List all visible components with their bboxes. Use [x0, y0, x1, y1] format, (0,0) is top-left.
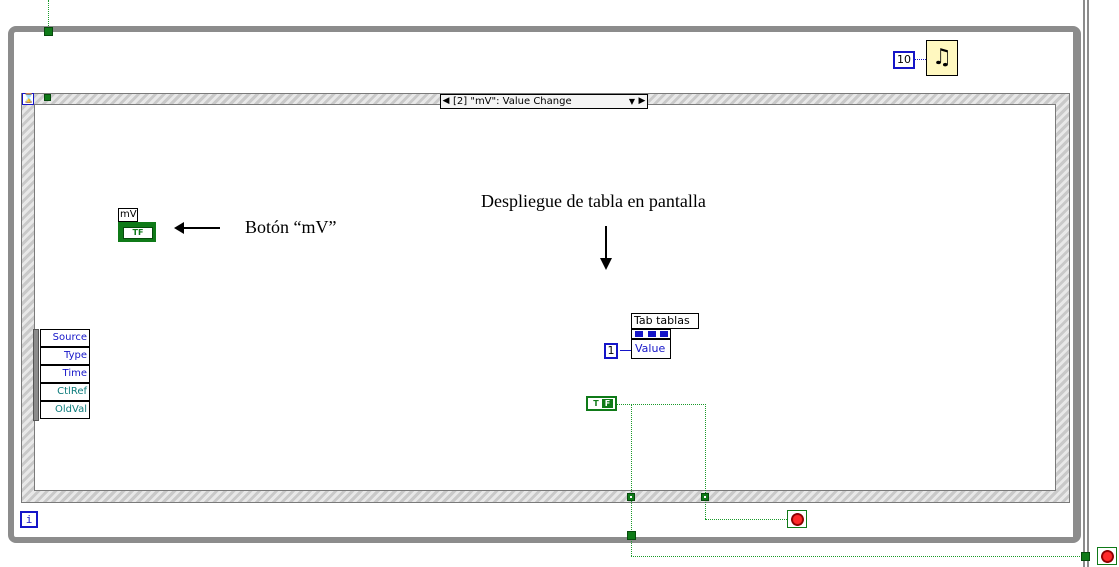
stop-indicator-icon[interactable] [1097, 547, 1117, 565]
annotation-arrow [176, 227, 220, 229]
property-node-value[interactable]: Value [631, 339, 671, 359]
event-field-oldval[interactable]: OldVal [40, 401, 90, 419]
wire [631, 404, 632, 556]
loop-tunnel[interactable] [44, 27, 53, 36]
event-data-node-bar [33, 329, 39, 421]
property-node-reference[interactable]: Tab tablas [631, 313, 699, 329]
event-tunnel[interactable] [44, 94, 51, 101]
false-constant-f: F [602, 399, 613, 408]
false-constant[interactable]: T F [586, 396, 617, 411]
loop-output-tunnel[interactable] [1081, 552, 1090, 561]
false-constant-t: T [593, 399, 599, 408]
frame-edge-line [1083, 0, 1085, 567]
wire [620, 350, 631, 351]
annotation-arrow [605, 226, 607, 260]
metronome-icon[interactable]: ♫ [926, 40, 958, 76]
tab-icon [660, 331, 668, 337]
mv-boolean-terminal[interactable]: TF [118, 222, 156, 242]
event-data-node[interactable]: Source Type Time CtlRef OldVal [33, 329, 90, 421]
increment-arrow-icon[interactable]: ▶ [638, 96, 646, 106]
arrow-left-icon [174, 222, 184, 234]
annotation-button: Botón “mV” [245, 217, 337, 237]
iteration-terminal-icon: i [20, 511, 38, 528]
event-field-ctlref[interactable]: CtlRef [40, 383, 90, 401]
while-loop-frame [8, 26, 1081, 543]
wire [705, 404, 706, 519]
hourglass-icon[interactable]: ⌛ [22, 93, 35, 105]
wait-ms-constant[interactable]: 10 [893, 51, 915, 69]
event-field-type[interactable]: Type [40, 347, 90, 365]
annotation-table: Despliegue de tabla en pantalla [481, 191, 706, 211]
chevron-down-icon[interactable]: ▼ [628, 97, 636, 106]
decrement-arrow-icon[interactable]: ◀ [442, 96, 450, 106]
stop-indicator-icon[interactable] [787, 510, 807, 528]
wire [631, 556, 1086, 557]
event-case-diagram [34, 104, 1056, 491]
wire [48, 0, 49, 30]
wire [705, 519, 787, 520]
event-output-tunnel[interactable] [701, 493, 709, 501]
property-node-class-icons [631, 329, 671, 339]
wire [617, 404, 706, 405]
event-field-time[interactable]: Time [40, 365, 90, 383]
event-output-tunnel[interactable] [627, 493, 635, 501]
tab-icon [635, 331, 643, 337]
mv-terminal-type: TF [123, 227, 153, 239]
arrow-down-icon [600, 258, 612, 270]
wire [915, 59, 926, 60]
frame-edge-line [1087, 0, 1089, 567]
event-field-source[interactable]: Source [40, 329, 90, 347]
event-case-label: [2] "mV": Value Change [453, 96, 572, 107]
numeric-constant[interactable]: 1 [604, 343, 618, 359]
mv-control-label: mV [118, 208, 138, 222]
event-case-selector[interactable]: ◀ [2] "mV": Value Change ▼ ▶ [440, 94, 648, 109]
tab-icon [648, 331, 656, 337]
loop-tunnel[interactable] [627, 531, 636, 540]
